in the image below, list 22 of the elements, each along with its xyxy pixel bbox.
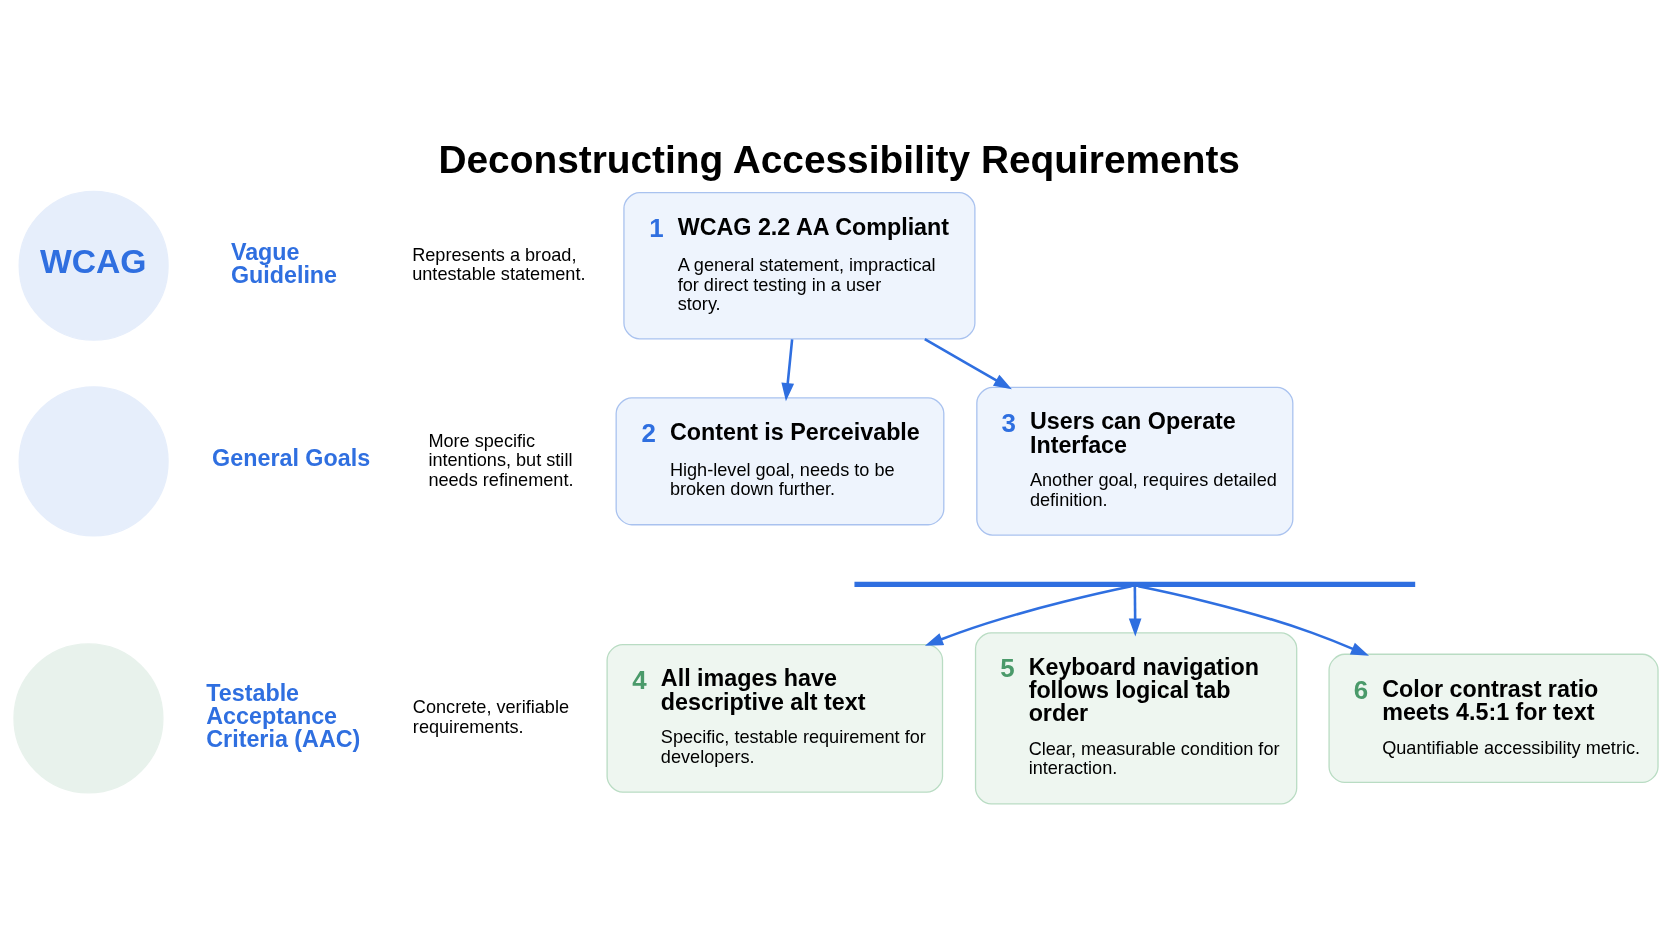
node-circle: WCAG — [18, 190, 169, 341]
node-bar — [854, 581, 1416, 587]
arrow — [1128, 585, 1142, 637]
node-box: 1 WCAG 2.2 AA Compliant A general statement, impractical for direct testing in a user story. — [623, 191, 976, 340]
arrow — [1138, 584, 1370, 656]
arrow — [924, 584, 1132, 646]
label: Concrete, verifiable requirements. — [412, 696, 570, 737]
node-box: 5 Keyboard navigation follows logical tab order Clear, measurable condition for interaction. — [974, 631, 1298, 804]
label: Vague Guideline — [230, 238, 338, 288]
label: General Goals — [212, 444, 371, 471]
node-circle — [18, 385, 169, 536]
diagram-title: Deconstructing Accessibility Requirements — [438, 137, 1240, 181]
node-box: 2 Content is Perceivable High-level goal, needs to be broken down further. — [615, 396, 945, 525]
node-box: 3 Users can Operate Interface Another goal, requires detailed definition. — [976, 386, 1294, 536]
label: More specific intentions, but still needs refinement. — [428, 430, 574, 489]
label: Testable Acceptance Criteria (AAC) — [206, 679, 361, 752]
node-box: 6 Color contrast ratio meets 4.5:1 for text Quantifiable accessibility metric. — [1328, 653, 1659, 783]
node-box: 4 All images have descriptive alt text Specific, testable requirement for developers. — [606, 643, 944, 793]
arrow — [781, 338, 795, 401]
node-circle — [13, 642, 164, 793]
arrow — [924, 337, 1012, 389]
label: Represents a broad, untestable statement. — [412, 244, 586, 284]
